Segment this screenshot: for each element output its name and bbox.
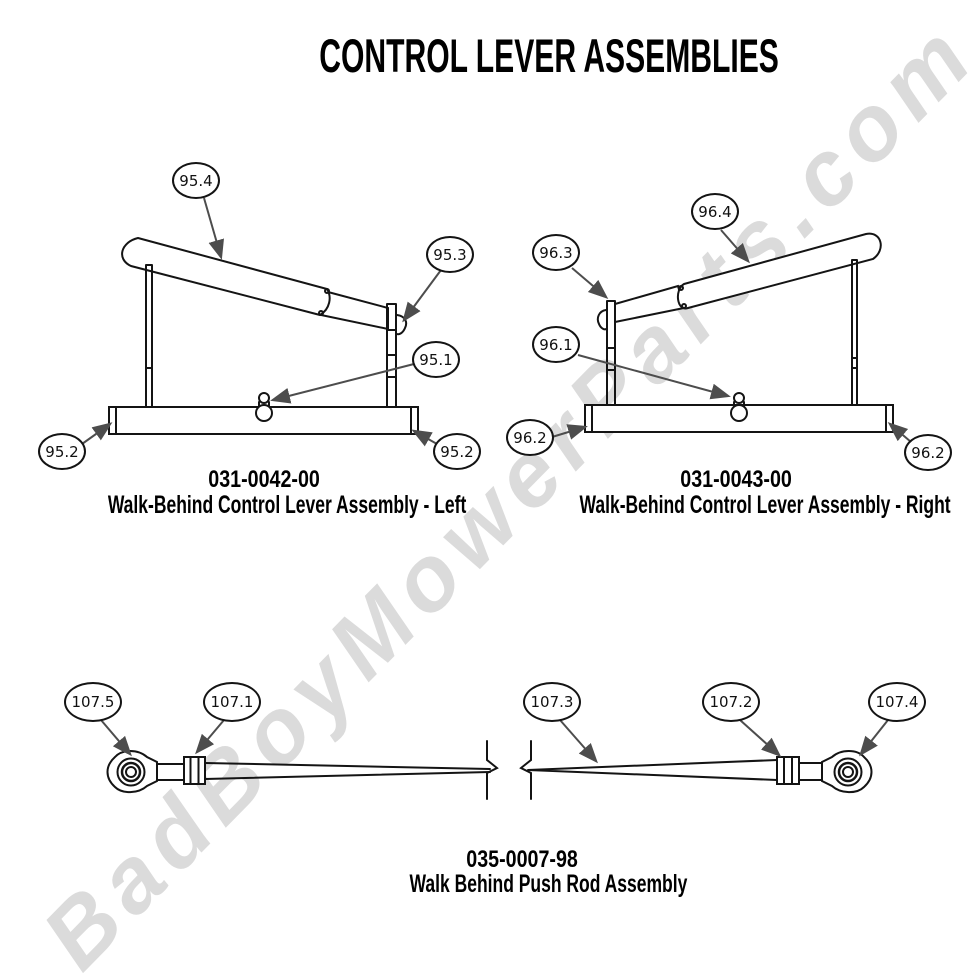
callout-95-4: 95.4 bbox=[172, 162, 220, 199]
right-assembly-lever-tube bbox=[614, 284, 686, 324]
callout-107-1: 107.1 bbox=[203, 682, 261, 722]
page-title: CONTROL LEVER ASSEMBLIES bbox=[190, 32, 790, 79]
push-rod-right-rod bbox=[519, 740, 778, 800]
page-title-text: CONTROL LEVER ASSEMBLIES bbox=[319, 29, 779, 82]
callout-96-3: 96.3 bbox=[532, 234, 580, 271]
right-assembly-part-number: 031-0043-00 bbox=[680, 466, 792, 493]
callout-arrows bbox=[81, 197, 912, 764]
left-assembly-part-number: 031-0042-00 bbox=[208, 466, 320, 493]
left-assembly-lever-tube bbox=[319, 290, 389, 331]
push-rod-left-rod-end bbox=[106, 750, 185, 794]
push-rod-left-jam-nut bbox=[183, 756, 206, 785]
callout-95-2-left: 95.2 bbox=[38, 433, 86, 470]
push-rod-caption: Walk Behind Push Rod Assembly bbox=[409, 870, 687, 898]
callout-107-2: 107.2 bbox=[702, 682, 760, 722]
left-assembly-drawing bbox=[108, 236, 419, 435]
push-rod-part-number: 035-0007-98 bbox=[466, 846, 578, 873]
right-assembly-drawing bbox=[584, 232, 894, 433]
callout-96-1: 96.1 bbox=[532, 326, 580, 363]
push-rod-left-rod bbox=[204, 740, 499, 800]
callout-95-2-right: 95.2 bbox=[433, 433, 481, 470]
callout-107-5: 107.5 bbox=[64, 682, 122, 722]
push-rod-drawing bbox=[106, 740, 873, 800]
push-rod-right-rod-end bbox=[798, 750, 873, 794]
callout-96-2-right: 96.2 bbox=[904, 434, 952, 471]
right-assembly-grip bbox=[676, 232, 882, 310]
left-assembly-grease-fitting bbox=[255, 392, 273, 422]
callout-107-3: 107.3 bbox=[523, 682, 581, 722]
callout-96-4: 96.4 bbox=[691, 193, 739, 230]
callout-95-1: 95.1 bbox=[412, 341, 460, 378]
push-rod-right-jam-nut bbox=[776, 756, 800, 785]
callout-95-3: 95.3 bbox=[426, 236, 474, 273]
left-assembly-caption: Walk-Behind Control Lever Assembly - Lef… bbox=[107, 491, 467, 519]
right-assembly-posts bbox=[596, 259, 858, 406]
callout-107-4: 107.4 bbox=[868, 682, 926, 722]
left-assembly-grip bbox=[121, 236, 331, 317]
callout-96-2-left: 96.2 bbox=[506, 419, 554, 456]
right-assembly-grease-fitting bbox=[730, 392, 748, 422]
right-assembly-caption: Walk-Behind Control Lever Assembly - Rig… bbox=[579, 491, 951, 519]
